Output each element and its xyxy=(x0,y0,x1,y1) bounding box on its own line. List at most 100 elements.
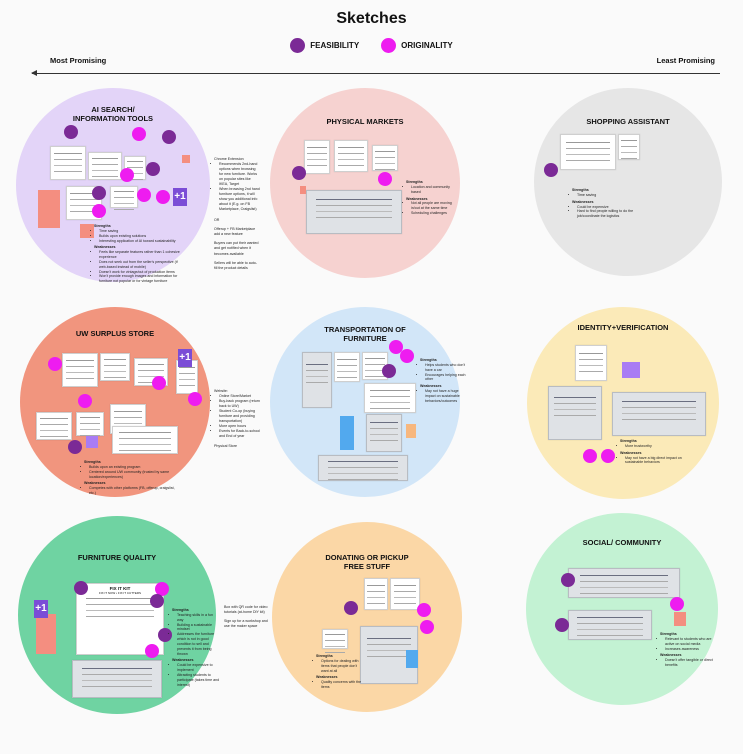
sketch-card[interactable] xyxy=(112,426,178,454)
sketch-card[interactable] xyxy=(36,412,72,440)
originality-vote-dot[interactable] xyxy=(400,349,414,363)
feasibility-vote-dot[interactable] xyxy=(292,166,306,180)
feasibility-vote-dot[interactable] xyxy=(92,186,106,200)
side-note-item: Online Store/Market xyxy=(219,394,260,399)
originality-vote-dot[interactable] xyxy=(389,340,403,354)
strengths-heading: Strengths xyxy=(94,224,111,228)
sketch-card[interactable] xyxy=(110,186,138,208)
feasibility-vote-dot[interactable] xyxy=(561,573,575,587)
originality-vote-dot[interactable] xyxy=(92,204,106,218)
feasibility-vote-dot[interactable] xyxy=(146,162,160,176)
ai-search-title-line1: AI SEARCH/ xyxy=(91,105,135,114)
originality-vote-dot[interactable] xyxy=(78,394,92,408)
donating-notes: Strengths Options for dealing with items… xyxy=(316,652,364,690)
social-title: SOCIAL/ COMMUNITY xyxy=(582,538,662,547)
sticky-note xyxy=(622,362,640,378)
feasibility-vote-dot[interactable] xyxy=(64,125,78,139)
sticky-note xyxy=(340,416,354,450)
sketch-photo[interactable] xyxy=(612,392,706,436)
originality-vote-dot[interactable] xyxy=(120,168,134,182)
originality-vote-dot[interactable] xyxy=(378,172,392,186)
strengths-heading: Strengths xyxy=(172,608,189,612)
sketch-card[interactable] xyxy=(372,145,398,171)
weakness-item: Could be expensive to implement xyxy=(177,663,220,673)
axis-arrow-line xyxy=(32,73,720,74)
feasibility-vote-dot[interactable] xyxy=(382,364,396,378)
sketch-card[interactable] xyxy=(100,353,130,381)
feasibility-vote-dot[interactable] xyxy=(544,163,558,177)
sketch-card[interactable] xyxy=(390,578,420,610)
sketch-card[interactable] xyxy=(62,353,98,387)
legend-originality-label: ORIGINALITY xyxy=(401,41,453,50)
sketch-card[interactable] xyxy=(334,352,360,382)
originality-vote-dot[interactable] xyxy=(601,449,615,463)
donating-title-line1: DONATING OR PICKUP xyxy=(325,553,409,562)
sketch-card[interactable] xyxy=(88,152,122,180)
originality-vote-dot[interactable] xyxy=(152,376,166,390)
sketch-card[interactable] xyxy=(76,412,104,436)
originality-vote-dot[interactable] xyxy=(132,127,146,141)
originality-vote-dot[interactable] xyxy=(188,392,202,406)
sketch-card[interactable] xyxy=(575,345,607,381)
originality-vote-dot[interactable] xyxy=(145,644,159,658)
strengths-heading: Strengths xyxy=(316,654,333,658)
originality-vote-dot[interactable] xyxy=(670,597,684,611)
sketch-photo[interactable] xyxy=(72,660,162,698)
weaknesses-heading: Weaknesses xyxy=(84,481,106,486)
strengths-heading: Strengths xyxy=(420,358,437,362)
side-note-text: Offerup + FB Marketplace add a new featu… xyxy=(214,227,256,237)
sketch-card[interactable] xyxy=(364,383,416,413)
sketch-photo[interactable] xyxy=(306,190,402,234)
feasibility-vote-dot[interactable] xyxy=(555,618,569,632)
transportation-title-line1: TRANSPORTATION OF xyxy=(324,325,406,334)
sketch-card[interactable] xyxy=(50,146,86,180)
sketch-card[interactable] xyxy=(322,629,348,649)
fix-it-kit-sketch[interactable]: FIX IT KIT FIX IT NOW • FIX IT CUTTERS xyxy=(76,583,164,655)
originality-vote-dot[interactable] xyxy=(48,357,62,371)
sketch-photo[interactable] xyxy=(318,455,408,481)
strength-item: Building a sustainable mindset xyxy=(177,623,220,633)
side-note-item: Student Co-op (buying furniture and prov… xyxy=(219,409,260,424)
weakness-item: Could be expensive xyxy=(577,205,634,210)
sketch-card[interactable] xyxy=(334,140,368,172)
ai-search-circle xyxy=(16,88,210,282)
sketch-card[interactable] xyxy=(364,578,388,610)
feasibility-vote-dot[interactable] xyxy=(150,594,164,608)
side-note-text: Buyers can put their wanted and get noti… xyxy=(214,241,259,256)
feasibility-vote-dot[interactable] xyxy=(68,440,82,454)
weaknesses-heading: Weaknesses xyxy=(572,199,594,204)
feasibility-vote-dot[interactable] xyxy=(344,601,358,615)
sketch-card[interactable] xyxy=(176,360,198,394)
weaknesses-heading: Weaknesses xyxy=(420,384,442,389)
feasibility-vote-dot[interactable] xyxy=(158,628,172,642)
originality-vote-dot[interactable] xyxy=(417,603,431,617)
sketch-photo[interactable] xyxy=(302,352,332,408)
feasibility-vote-dot[interactable] xyxy=(162,130,176,144)
physical-markets-title: PHYSICAL MARKETS xyxy=(326,117,404,126)
sketch-card[interactable] xyxy=(560,134,616,170)
legend: FEASIBILITY ORIGINALITY xyxy=(0,38,743,53)
originality-vote-dot[interactable] xyxy=(420,620,434,634)
originality-vote-dot[interactable] xyxy=(583,449,597,463)
strength-item: Builds upon existing solutions xyxy=(99,234,186,239)
weaknesses-heading: Weaknesses xyxy=(172,658,194,663)
sketch-photo[interactable] xyxy=(568,610,652,640)
side-note-text: Physical Store xyxy=(214,444,237,449)
originality-vote-dot[interactable] xyxy=(156,190,170,204)
sketch-photo[interactable] xyxy=(548,386,602,440)
strength-item: Options for dealing with items that peop… xyxy=(321,659,364,674)
sketch-photo[interactable] xyxy=(568,568,680,598)
feasibility-vote-dot[interactable] xyxy=(74,581,88,595)
sketch-card[interactable] xyxy=(304,140,330,174)
sticky-note xyxy=(36,614,56,654)
strength-item: Interesting application of AI toward sus… xyxy=(99,239,186,244)
originality-vote-dot[interactable] xyxy=(155,582,169,596)
sticky-note xyxy=(38,190,60,228)
sketch-card[interactable] xyxy=(618,134,640,160)
sketch-photo[interactable] xyxy=(366,414,402,452)
weakness-item: Does not seek out from the seller's pers… xyxy=(99,260,186,270)
weakness-item: Hard to find people willing to do the jo… xyxy=(577,209,634,219)
side-note-text: Box with QR code for video tutorials (at… xyxy=(224,605,268,615)
originality-vote-dot[interactable] xyxy=(137,188,151,202)
uw-surplus-circle xyxy=(20,307,210,497)
